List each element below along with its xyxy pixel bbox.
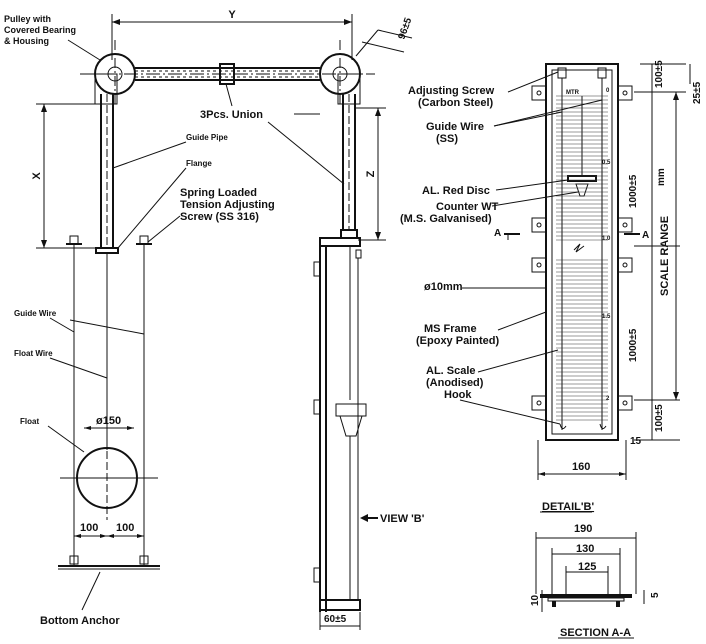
float-wire-label: Float Wire xyxy=(14,349,53,358)
dim-25-text: 25±5 xyxy=(692,81,703,104)
horizontal-pipe xyxy=(135,63,320,85)
dimension-160: 160 xyxy=(537,440,627,480)
scale-mark-1-0: 1.0 xyxy=(602,236,611,242)
right-tension-screw xyxy=(136,235,152,566)
dim-1000a-text: 1000±5 xyxy=(628,174,639,208)
rod-label: ø10mm xyxy=(424,281,463,293)
pulley-label: Pulley with Covered Bearing & Housing xyxy=(4,14,101,61)
union-label: 3Pcs. Union xyxy=(200,83,345,185)
left-guide-pipe xyxy=(95,94,119,254)
scale-frame: MTR xyxy=(531,63,633,441)
red-disc-label: AL. Red Disc xyxy=(422,185,490,197)
dim-x-text: X xyxy=(31,172,43,180)
guide-wire-left-label: Guide Wire xyxy=(14,309,57,318)
scale-mark-0-5: 0.5 xyxy=(602,160,611,166)
dim-160-text: 160 xyxy=(572,461,590,473)
dimension-y: Y xyxy=(111,9,353,60)
float-label: Float xyxy=(20,417,39,426)
spring-label: Spring Loaded Tension Adjusting Screw (S… xyxy=(147,187,275,243)
dimension-96: 96±5 xyxy=(355,16,415,57)
right-guide-pipe xyxy=(340,94,358,239)
bottom-anchor-label: Bottom Anchor xyxy=(40,615,120,627)
pulley-label-2: Covered Bearing xyxy=(4,25,76,35)
dim-96-text: 96±5 xyxy=(396,16,414,41)
dim-15-text: 15 xyxy=(630,436,642,447)
dim-100top-text: 100±5 xyxy=(654,60,665,88)
bottom-anchor: Bottom Anchor xyxy=(40,555,160,627)
mm-label: mm xyxy=(656,168,667,186)
view-b-label: VIEW 'B' xyxy=(380,513,425,525)
dim-5-text: 5 xyxy=(650,592,661,598)
section-aa: DETAIL'B' 190 130 125 10 5 SECTION A-A xyxy=(530,501,661,639)
scale-mark-1-5: 1.5 xyxy=(602,314,611,320)
dimension-60: 60±5 xyxy=(319,612,361,630)
dim-190-text: 190 xyxy=(574,523,592,535)
dim-z-text: Z xyxy=(365,170,377,177)
scale-dimensions: 100±5 25±5 1000±5 mm SCALE RANGE 1000±5 … xyxy=(628,60,703,447)
dim-10-text: 10 xyxy=(530,594,541,606)
mtr-label: MTR xyxy=(566,90,580,96)
view-b-arrow: VIEW 'B' xyxy=(360,513,425,525)
dim-100b-text: 100 xyxy=(116,522,134,534)
dimension-150: ø150 xyxy=(84,415,134,430)
section-aa-label: SECTION A-A xyxy=(560,627,631,639)
ms-frame-label-2: (Epoxy Painted) xyxy=(416,335,499,347)
hook-label: Hook xyxy=(444,389,472,401)
right-labels: Adjusting Screw (Carbon Steel) Guide Wir… xyxy=(400,71,603,425)
dim-y-text: Y xyxy=(228,9,236,21)
dim-125-text: 125 xyxy=(578,561,596,573)
guide-pipe-label: Guide Pipe xyxy=(186,133,228,142)
guide-wire-right-label-2: (SS) xyxy=(436,133,458,145)
detail-b-label: DETAIL'B' xyxy=(542,501,594,513)
guide-wire-right-label-1: Guide Wire xyxy=(426,121,484,133)
flange-label: Flange xyxy=(186,159,212,168)
counter-wt-label-1: Counter WT xyxy=(436,201,499,213)
scale-mark-0: 0 xyxy=(606,88,610,94)
scale-graduations xyxy=(556,95,608,421)
dim-130-text: 130 xyxy=(576,543,594,555)
dimension-z: Z xyxy=(356,107,386,241)
float xyxy=(60,440,158,520)
scale-mark-2: 2 xyxy=(606,396,610,402)
al-scale-label-1: AL. Scale xyxy=(426,365,476,377)
spring-label-2: Tension Adjusting xyxy=(180,199,275,211)
pulley-label-3: & Housing xyxy=(4,36,49,46)
dimension-100-100: 100 100 xyxy=(74,522,144,538)
section-mark-right: A xyxy=(642,230,649,241)
dimension-x: X xyxy=(31,103,100,249)
scale-range-label: SCALE RANGE xyxy=(659,216,671,296)
adjusting-screw-label-2: (Carbon Steel) xyxy=(418,97,494,109)
side-view-channel xyxy=(313,237,367,612)
dim-100bot-text: 100±5 xyxy=(654,404,665,432)
pulley-label-1: Pulley with xyxy=(4,14,51,24)
left-tension-screw xyxy=(66,235,82,566)
al-scale-label-2: (Anodised) xyxy=(426,377,484,389)
dim-150-text: ø150 xyxy=(96,415,121,427)
dim-100a-text: 100 xyxy=(80,522,98,534)
counter-wt-label-2: (M.S. Galvanised) xyxy=(400,213,492,225)
union-label-text: 3Pcs. Union xyxy=(200,109,263,121)
section-mark-left: A xyxy=(494,228,501,239)
spring-label-1: Spring Loaded xyxy=(180,187,257,199)
adjusting-screw-label-1: Adjusting Screw xyxy=(408,85,495,97)
ms-frame-label-1: MS Frame xyxy=(424,323,477,335)
spring-label-3: Screw (SS 316) xyxy=(180,211,259,223)
dim-1000b-text: 1000±5 xyxy=(628,328,639,362)
dim-60-text: 60±5 xyxy=(324,614,347,625)
